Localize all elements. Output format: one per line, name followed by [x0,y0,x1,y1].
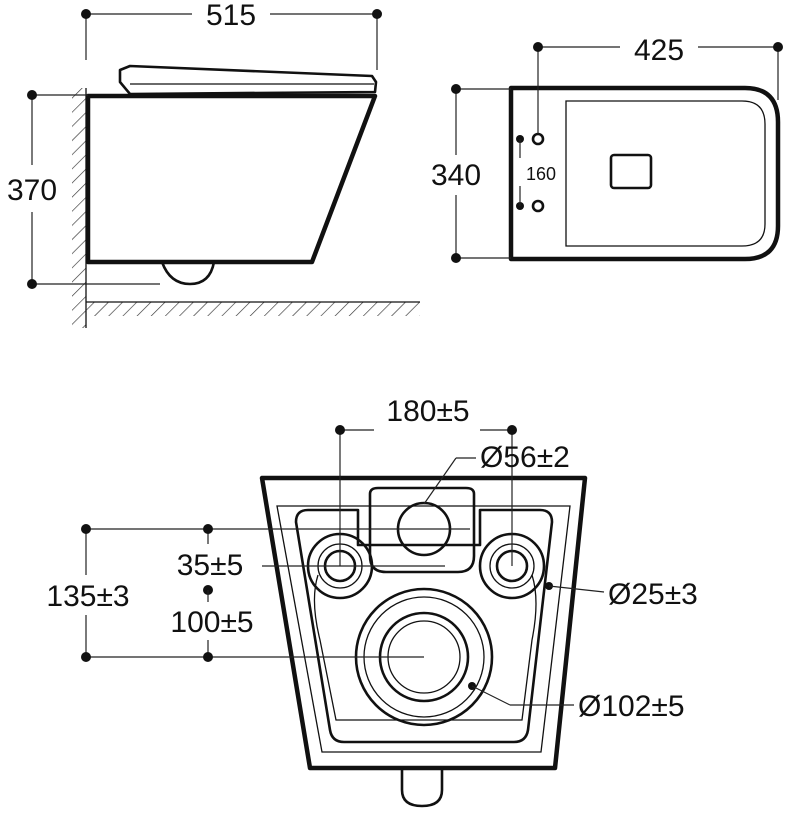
rear-inner-rim [276,505,571,753]
side-view: 515 370 [7,0,420,328]
seat-lid [118,64,378,96]
leader-outlet [471,685,511,706]
rear-view: 180±5 Ø56±2 Ø25±3 Ø102±5 135±3 35±5 100± [46,395,698,808]
top-flush-outlet [609,153,653,190]
dim-dot [203,652,213,662]
rear-outlet-pipe [400,768,444,808]
top-outline [508,85,781,262]
side-width-label: 515 [206,0,256,32]
dim-dot [451,253,461,263]
top-bolt-spacing-label: 160 [526,164,556,184]
bolt-hole-upper [531,132,545,146]
floor-hatch [86,302,420,316]
bolt-hole-lower [531,199,545,213]
rear-cavity [294,508,554,744]
rear-bolt-spacing-label: 180±5 [386,395,469,428]
dim-dot [533,42,543,52]
dim-dot [81,652,91,662]
dim-dot [27,279,37,289]
bowl-body [85,93,378,265]
bolt-hole-diameter-label: Ø25±3 [608,578,698,611]
inlet-housing [368,486,476,574]
dim-dot [335,425,345,435]
dim-dot [372,9,382,19]
dim-dot [81,524,91,534]
bolt-offset-label: 35±5 [177,549,244,582]
dim-dot [507,425,517,435]
rear-cavity-inner [313,574,537,721]
dim-dot [451,84,461,94]
dim-dot [773,42,783,52]
leader-bolt-hole [548,585,605,593]
top-inner-bowl [565,100,766,247]
outlet-pipe [160,261,216,286]
top-height-label: 340 [431,159,481,192]
rear-outline [259,475,588,771]
side-height-label: 370 [7,174,57,207]
dim-dot [81,9,91,19]
outlet-diameter-label: Ø102±5 [578,690,685,723]
inlet-diameter-label: Ø56±2 [480,441,570,474]
dim-dot [27,90,37,100]
top-width-label: 425 [634,34,684,67]
wall-hatch [72,88,86,328]
outlet-height-label: 135±3 [46,580,129,613]
dim-dot [203,524,213,534]
top-view: 160 425 340 [431,34,783,263]
bolt-to-outlet-label: 100±5 [170,606,253,639]
leader-inlet [423,457,457,505]
